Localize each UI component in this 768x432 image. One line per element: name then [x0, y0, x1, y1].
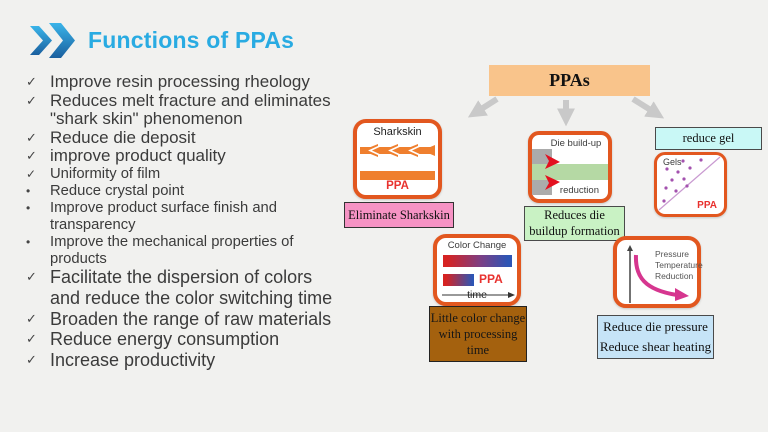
list-item: • Reduce crystal point	[24, 183, 346, 200]
gels-scatter-icon	[658, 156, 721, 211]
sharkskin-caption: Eliminate Sharkskin	[344, 202, 454, 228]
sharkskin-ppa-label: PPA	[386, 180, 409, 192]
list-item-text: Uniformity of film	[50, 165, 161, 182]
list-item: ✓ Reduce energy consumption	[24, 329, 346, 350]
pressure-line: Temperature	[655, 260, 703, 271]
page-title: Functions of PPAs	[88, 27, 295, 53]
die-buildup-caption-text: Reduces die buildup formation	[529, 207, 620, 238]
dot-bullet-icon: •	[26, 183, 31, 198]
color-change-caption: Little color change with processing time	[429, 306, 527, 362]
ppas-root-box: PPAs	[489, 65, 650, 96]
double-chevron-icon	[30, 23, 75, 58]
checkmark-icon: ✓	[26, 166, 37, 181]
list-item: ✓ improve product quality	[24, 147, 346, 166]
pressure-caption-line2: Reduce shear heating	[599, 339, 712, 354]
list-item: • Improve the mechanical properties of pr…	[24, 234, 346, 268]
dot-bullet-icon: •	[26, 200, 31, 215]
list-item: ✓ Reduce die deposit	[24, 127, 346, 148]
list-item-text: Reduce crystal point	[50, 182, 185, 199]
die-buildup-subtitle: reduction	[559, 185, 599, 196]
functions-list: ✓ Improve resin processing rheology ✓ Redu…	[24, 72, 346, 371]
color-change-ppa-label: PPA	[479, 272, 503, 286]
list-item: ✓ Reduces melt fracture and eliminates "s…	[24, 90, 346, 129]
checkmark-icon: ✓	[26, 269, 37, 285]
list-item-text: Increase productivity	[50, 349, 216, 370]
list-item: • Improve product surface finish and tran…	[24, 200, 346, 234]
pressure-figure: Pressure Temperature Reduction	[613, 236, 703, 308]
time-axis-label: time	[467, 289, 487, 301]
gels-ppa-label: PPA	[697, 200, 717, 211]
dot-bullet-icon: •	[26, 234, 31, 249]
checkmark-icon: ✓	[26, 129, 37, 145]
list-item-text: Improve product surface finish and trans…	[50, 199, 278, 233]
sharkskin-caption-text: Eliminate Sharkskin	[348, 207, 450, 222]
reduce-gel-box: reduce gel	[655, 127, 762, 150]
list-item-text: Broaden the range of raw materials	[50, 308, 332, 329]
pressure-line: Reduction	[655, 271, 694, 282]
die-buildup-title: Die build-up	[550, 138, 602, 149]
sharkskin-arrows-icon	[360, 144, 435, 157]
gels-figure: Gels PPA	[654, 152, 727, 217]
sharkskin-figure: Sharkskin PPA	[353, 119, 442, 199]
color-change-caption-text: Little color change with processing time	[430, 310, 526, 358]
connector-arrows-icon	[467, 96, 665, 127]
die-buildup-graphic-icon	[532, 149, 608, 195]
die-buildup-caption: Reduces die buildup formation	[524, 206, 625, 241]
checkmark-icon: ✓	[26, 74, 37, 89]
list-item-text: Improve resin processing rheology	[50, 72, 310, 91]
list-item: ✓ Broaden the range of raw materials	[24, 309, 346, 330]
ppas-root-label: PPAs	[549, 70, 590, 90]
list-item-text: Improve the mechanical properties of pro…	[50, 233, 294, 267]
time-axis-icon	[442, 292, 515, 298]
color-gradient-bar-long	[443, 255, 512, 267]
color-gradient-bar-short	[443, 274, 474, 286]
list-item-text: Reduces melt fracture and eliminates "sh…	[50, 90, 331, 129]
slide-header: Functions of PPAs	[30, 22, 294, 59]
reduce-gel-text: reduce gel	[682, 131, 735, 145]
checkmark-icon: ✓	[26, 331, 37, 347]
checkmark-icon: ✓	[26, 310, 37, 326]
list-item-text: Reduce energy consumption	[50, 329, 280, 350]
pressure-curve-icon	[627, 245, 689, 303]
color-change-figure: Color Change PPA time	[433, 234, 521, 306]
checkmark-icon: ✓	[26, 92, 37, 108]
checkmark-icon: ✓	[26, 148, 37, 164]
list-item: ✓ Facilitate the dispersion of colors and…	[24, 267, 346, 308]
list-item-text: Reduce die deposit	[50, 127, 196, 147]
pressure-line: Pressure	[655, 249, 690, 259]
list-item-text: Facilitate the dispersion of colors and …	[50, 267, 333, 308]
pressure-caption: Reduce die pressure Reduce shear heating	[597, 315, 714, 359]
gels-title: Gels	[663, 157, 682, 167]
ppa-layer-bar	[360, 171, 435, 180]
color-change-title: Color Change	[447, 240, 507, 251]
checkmark-icon: ✓	[26, 351, 37, 367]
list-item: ✓ Increase productivity	[24, 350, 346, 371]
die-buildup-figure: Die build-up reduction	[528, 131, 612, 203]
pressure-figure-text: Pressure Temperature Reduction	[655, 249, 703, 282]
list-item-text: improve product quality	[50, 146, 226, 166]
list-item: ✓ Uniformity of film	[24, 166, 346, 183]
list-item: ✓ Improve resin processing rheology	[24, 72, 346, 92]
sharkskin-figure-title: Sharkskin	[373, 126, 422, 138]
pressure-caption-line1: Reduce die pressure	[603, 319, 708, 334]
